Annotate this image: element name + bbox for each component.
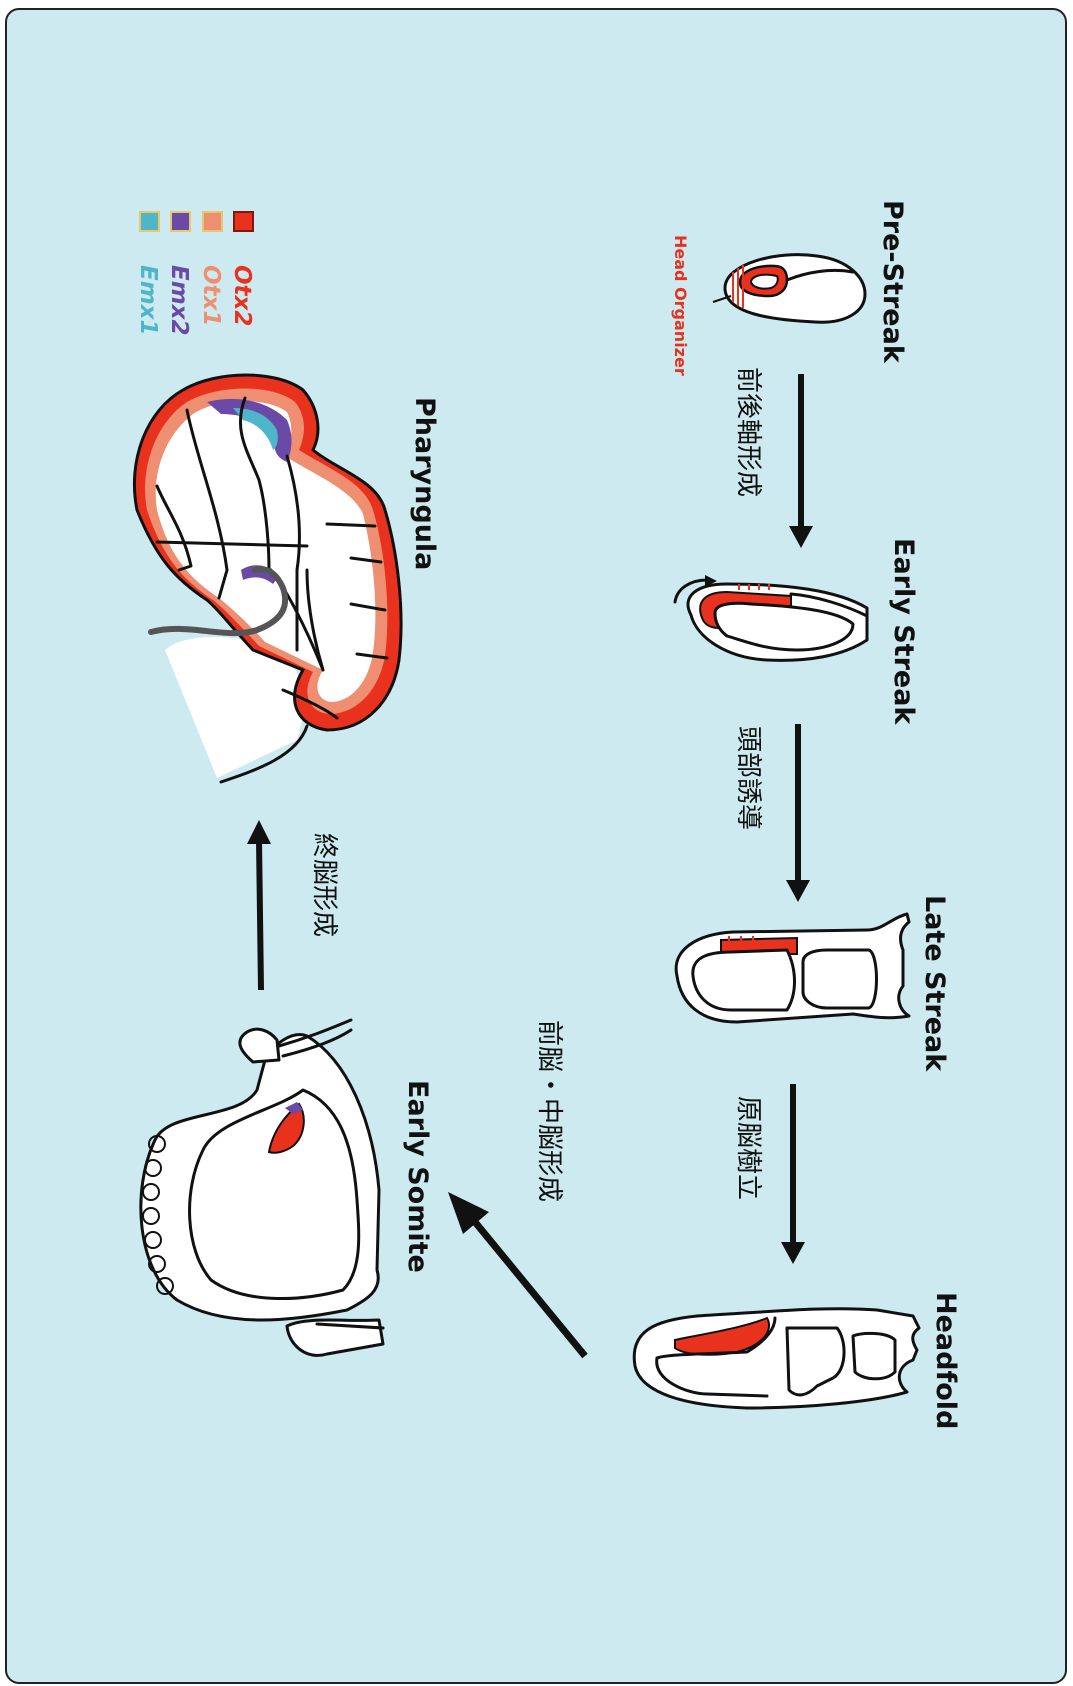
legend-item-otx1: Otx1 bbox=[198, 212, 224, 326]
label-pharyngula: Pharyngula bbox=[409, 397, 440, 570]
legend-label: Emx1 bbox=[135, 265, 161, 336]
arrow-down-2 bbox=[786, 724, 810, 902]
legend-swatch bbox=[234, 212, 253, 231]
label-early-somite: Early Somite bbox=[402, 1080, 433, 1273]
label-late-streak: Late Streak bbox=[919, 895, 950, 1072]
embryo-early-somite bbox=[141, 1020, 383, 1355]
arrow-diagonal bbox=[448, 1192, 585, 1356]
label-headfold: Headfold bbox=[930, 1292, 961, 1429]
arrow-up bbox=[247, 820, 271, 990]
embryo-pre-streak bbox=[713, 255, 865, 323]
label-head-organizer: Head Organizer bbox=[671, 235, 690, 376]
embryo-late-streak bbox=[676, 914, 909, 1022]
legend-label: Otx1 bbox=[198, 265, 224, 326]
diagram-panel: Pre-Streak Early Streak Late Streak Head… bbox=[5, 8, 1067, 1684]
arrow-down-3 bbox=[781, 1084, 805, 1264]
label-early-streak: Early Streak bbox=[888, 538, 919, 725]
legend-label: Emx2 bbox=[166, 265, 192, 336]
legend-item-emx1: Emx1 bbox=[135, 212, 161, 336]
embryo-early-streak bbox=[675, 575, 867, 660]
embryo-pharyngula bbox=[134, 375, 401, 782]
legend-label: Otx2 bbox=[229, 265, 255, 326]
step-primitive-brain: 原脳樹立 bbox=[733, 1096, 763, 1200]
step-head-induction: 頭部誘導 bbox=[733, 726, 763, 830]
label-pre-streak: Pre-Streak bbox=[877, 200, 908, 364]
step-fore-mid-brain: 前脳・中脳形成 bbox=[534, 1020, 564, 1202]
legend-item-emx2: Emx2 bbox=[166, 212, 192, 336]
embryo-diagram: Pre-Streak Early Streak Late Streak Head… bbox=[7, 10, 1067, 1684]
arrow-down-1 bbox=[789, 374, 813, 548]
legend-swatch bbox=[171, 212, 190, 231]
legend-swatch bbox=[140, 212, 159, 231]
legend-swatch bbox=[203, 212, 222, 231]
gene-legend: Otx2 Otx1 Emx2 Emx1 bbox=[135, 212, 255, 336]
legend-item-otx2: Otx2 bbox=[229, 212, 255, 326]
step-ap-axis: 前後軸形成 bbox=[733, 367, 763, 497]
embryo-headfold bbox=[634, 1309, 919, 1408]
step-telencephalon: 終脳形成 bbox=[309, 833, 339, 937]
